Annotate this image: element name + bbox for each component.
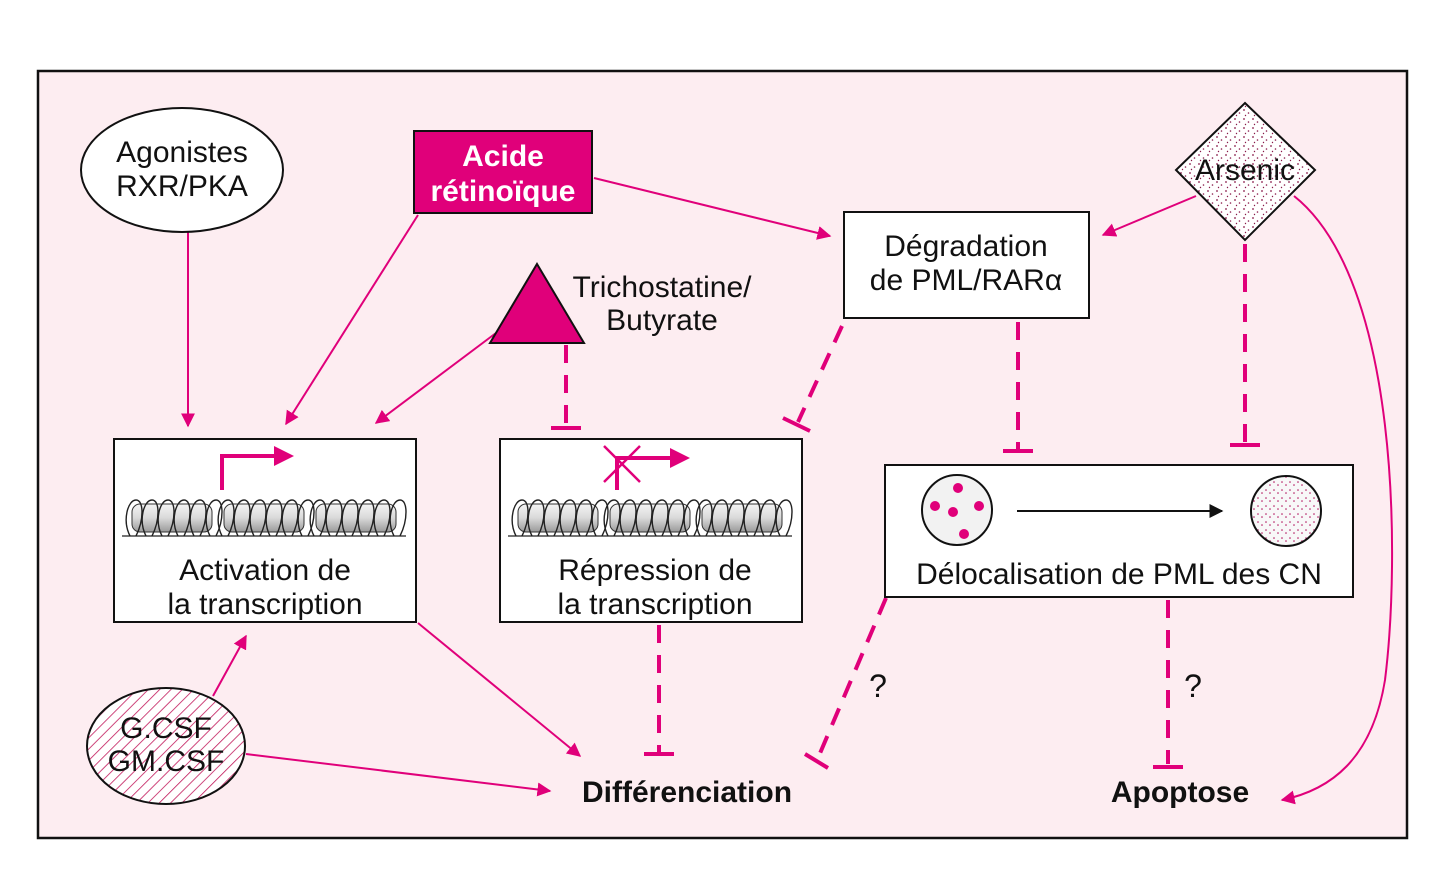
dna-coil xyxy=(357,499,375,537)
dna-coil xyxy=(591,499,609,537)
dna-coil xyxy=(603,499,621,537)
edge-csf-differenciation xyxy=(245,753,552,797)
dna-coil xyxy=(205,499,223,537)
dna-coil xyxy=(575,499,593,537)
acide-line1: Acide xyxy=(462,140,544,173)
edge-arsenic-degradation xyxy=(1101,195,1197,237)
trichostatine-line1: Trichostatine/ xyxy=(573,271,753,304)
dna-coil xyxy=(157,499,175,537)
acide-line2: rétinoïque xyxy=(430,175,575,208)
node-delocalisation[interactable]: Délocalisation de PML des CN xyxy=(884,464,1354,598)
arsenic-label: Arsenic xyxy=(1195,154,1295,187)
dna-coil xyxy=(511,499,529,537)
repression-line2: la transcription xyxy=(557,588,752,621)
dna-coil xyxy=(527,499,545,537)
nucleosome xyxy=(701,503,783,533)
edge-activation-differenciation xyxy=(417,622,582,757)
dna-coil xyxy=(635,499,653,537)
node-acide-retinoique[interactable]: Acide rétinoïque xyxy=(413,130,593,214)
nuclear-bodies-icon xyxy=(921,474,993,546)
edge-degradation-repression xyxy=(796,325,844,423)
dna-coil xyxy=(281,499,299,537)
inhibition-bars xyxy=(551,416,1260,770)
node-csf[interactable]: G.CSF GM.CSF xyxy=(86,687,246,805)
dna-coil xyxy=(543,499,561,537)
edge-csf-activation xyxy=(212,634,247,697)
diamond-icon xyxy=(1174,101,1317,242)
dna-coil xyxy=(651,499,669,537)
dna-coil xyxy=(309,499,327,537)
dna-coil xyxy=(775,499,793,537)
outcome-differenciation: Différenciation xyxy=(582,776,792,809)
dna-coil xyxy=(743,499,761,537)
dna-coil xyxy=(559,499,577,537)
nucleosome xyxy=(223,503,305,533)
dna-coil xyxy=(619,499,637,537)
csf-line1: G.CSF xyxy=(120,712,212,745)
delocalisation-label: Délocalisation de PML des CN xyxy=(916,558,1322,591)
dna-coil xyxy=(125,499,143,537)
dna-coil xyxy=(759,499,777,537)
dna-coil xyxy=(325,499,343,537)
uncertain-mark-apoptose: ? xyxy=(1184,668,1202,704)
edges-activation xyxy=(181,177,1394,805)
promoter-arrow-icon xyxy=(220,446,294,490)
dna-coil xyxy=(683,499,701,537)
activation-line1: Activation de xyxy=(179,554,351,587)
dna-coil xyxy=(341,499,359,537)
uncertain-mark-differenciation: ? xyxy=(869,668,887,704)
edge-acide-degradation xyxy=(593,177,832,240)
blocked-promoter-icon xyxy=(603,445,690,490)
tbar-repression-diag xyxy=(782,416,811,433)
repression-line1: Répression de xyxy=(558,554,751,587)
activation-line2: la transcription xyxy=(167,588,362,621)
dna-coil xyxy=(265,499,283,537)
edge-trichostatine-activation xyxy=(374,332,497,424)
dna-coil xyxy=(233,499,251,537)
triangle-icon xyxy=(488,262,586,344)
node-arsenic[interactable]: Arsenic xyxy=(1174,101,1317,242)
dispersed-nucleus-icon xyxy=(1250,475,1322,547)
outcome-apoptose: Apoptose xyxy=(1111,776,1249,809)
dna-coil xyxy=(667,499,685,537)
node-trichostatine[interactable]: Trichostatine/ Butyrate xyxy=(488,262,753,344)
dna-coil xyxy=(695,499,713,537)
dna-coil xyxy=(189,499,207,537)
dna-coil xyxy=(217,499,235,537)
chromatin-icon xyxy=(122,499,407,537)
dna-coil xyxy=(141,499,159,537)
degradation-line2: de PML/RARα xyxy=(870,264,1062,297)
nucleosome xyxy=(315,503,397,533)
dna-coil xyxy=(389,499,407,537)
edges-inhibition xyxy=(564,244,1247,764)
csf-line2: GM.CSF xyxy=(108,745,225,778)
node-repression[interactable]: Répression de la transcription xyxy=(499,438,803,623)
edge-arsenic-apoptose xyxy=(1280,195,1394,805)
dna-coil xyxy=(711,499,729,537)
edge-acide-activation xyxy=(285,214,419,426)
node-agonistes[interactable]: Agonistes RXR/PKA xyxy=(80,107,284,233)
dna-coil xyxy=(297,499,315,537)
chromatin-icon xyxy=(508,499,793,537)
degradation-line1: Dégradation xyxy=(884,230,1047,263)
nucleosome xyxy=(517,503,599,533)
tbar-differenciation-right xyxy=(803,752,830,770)
dna-coil xyxy=(173,499,191,537)
agonistes-line1: Agonistes xyxy=(116,136,248,169)
agonistes-line2: RXR/PKA xyxy=(116,170,248,203)
node-degradation[interactable]: Dégradation de PML/RARα xyxy=(843,211,1090,319)
dna-coil xyxy=(249,499,267,537)
trichostatine-line2: Butyrate xyxy=(606,304,718,337)
dna-coil xyxy=(727,499,745,537)
nucleosome xyxy=(609,503,691,533)
nucleosome xyxy=(131,503,213,533)
dna-coil xyxy=(373,499,391,537)
node-activation[interactable]: Activation de la transcription xyxy=(113,438,417,623)
